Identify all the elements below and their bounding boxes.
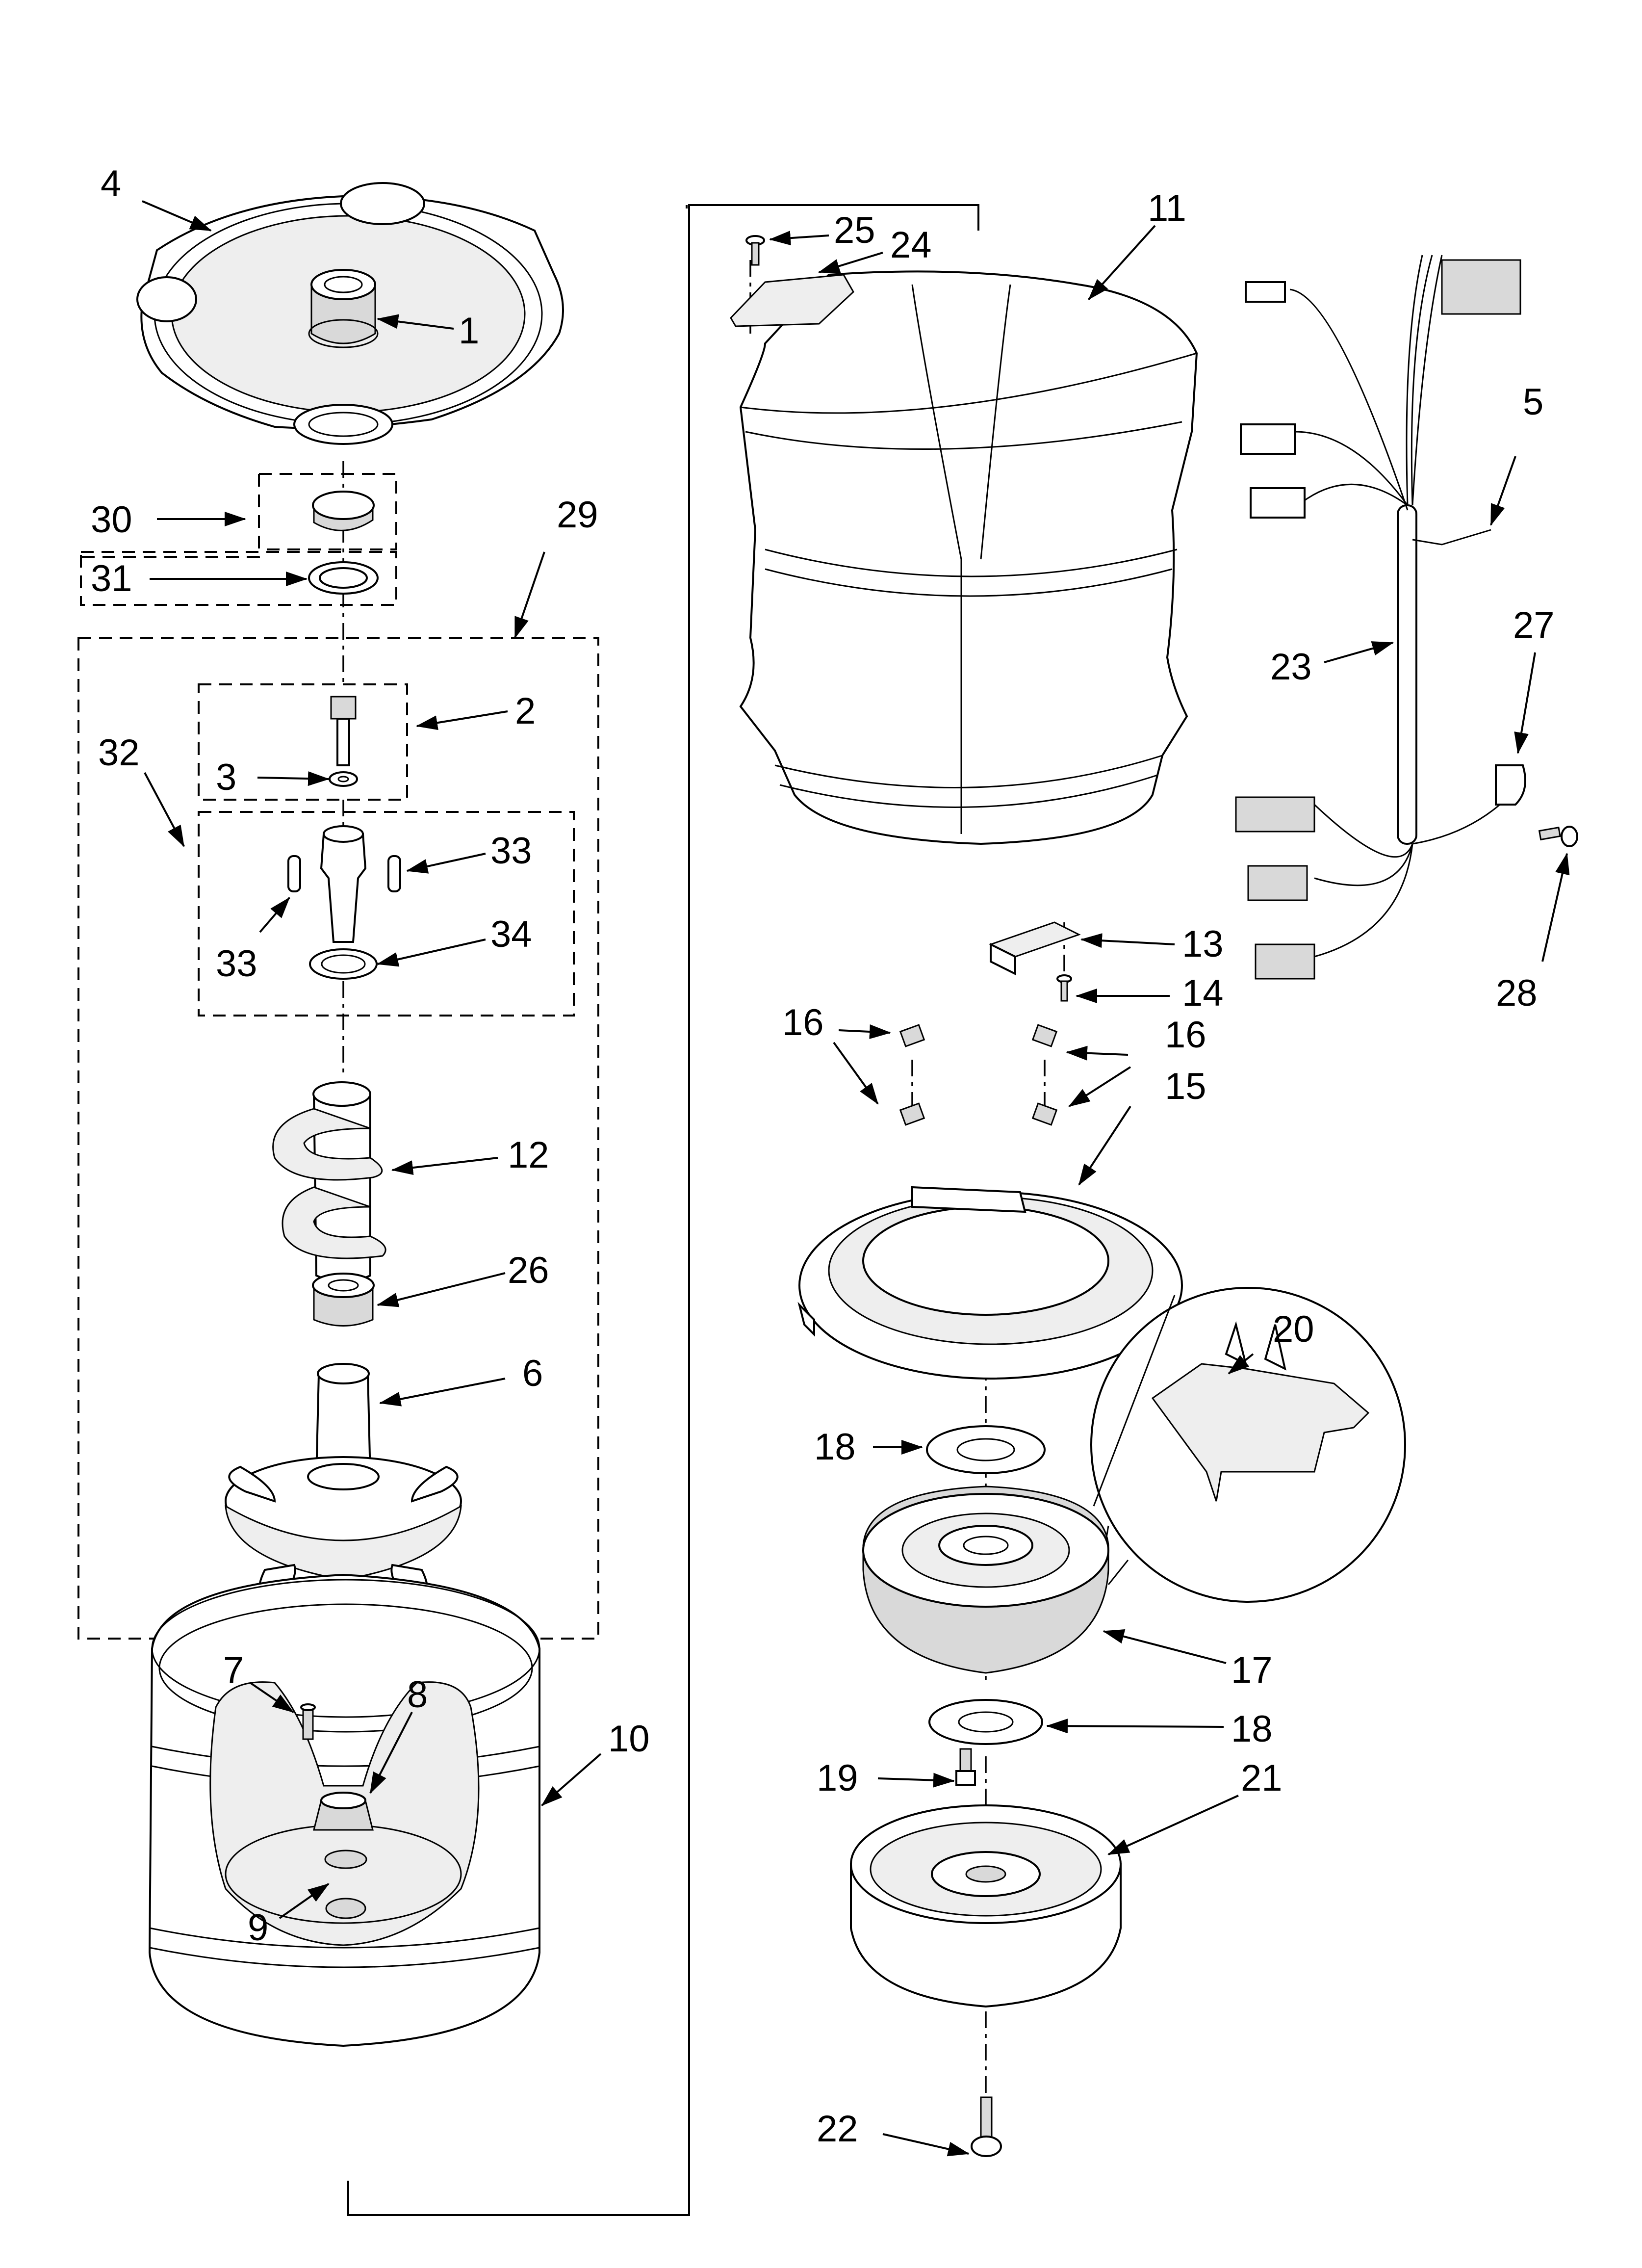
callout-10: 10 — [608, 1718, 650, 1760]
part-25-screw — [745, 235, 765, 266]
callout-4: 4 — [101, 163, 121, 205]
part-27-clamp — [1495, 764, 1526, 806]
part-8-drive-bell — [313, 1792, 374, 1831]
callout-25: 25 — [834, 209, 875, 251]
callout-8: 8 — [407, 1674, 428, 1716]
assembly-boxes — [77, 204, 979, 2216]
callout-20: 20 — [1273, 1308, 1314, 1350]
part-23-wire-harness — [1235, 255, 1521, 980]
callout-15: 15 — [1165, 1066, 1206, 1107]
callout-23: 23 — [1270, 646, 1312, 688]
part-15-mount-ring — [797, 1186, 1183, 1380]
part-3-washer — [329, 771, 358, 787]
part-14-screw — [1056, 974, 1072, 1002]
callout-18-top: 18 — [814, 1426, 856, 1468]
part-16-pads — [899, 1024, 1058, 1126]
callout-14: 14 — [1182, 972, 1224, 1014]
callout-3: 3 — [216, 756, 236, 798]
part-22-bolt — [971, 2096, 1002, 2157]
part-21-rotor — [850, 1804, 1122, 2008]
box-2-3 — [198, 683, 408, 801]
callout-31: 31 — [91, 558, 132, 600]
callout-33-left: 33 — [216, 943, 257, 985]
callout-9: 9 — [248, 1907, 268, 1949]
part-24-bracket — [730, 274, 854, 327]
callout-6: 6 — [522, 1353, 543, 1394]
part-26-cam — [312, 1273, 375, 1327]
part-13-clip — [989, 921, 1081, 976]
callout-18-bottom: 18 — [1231, 1708, 1273, 1750]
box-33-34 — [198, 811, 575, 1017]
part-1-cap — [308, 269, 379, 348]
leader-lines — [142, 200, 1570, 2157]
callout-5: 5 — [1523, 381, 1543, 423]
callout-30: 30 — [91, 499, 132, 541]
part-2-bolt — [330, 696, 357, 766]
part-31-o-ring — [308, 561, 379, 595]
callout-12: 12 — [508, 1134, 549, 1176]
part-18-gasket-bottom — [928, 1699, 1043, 1745]
callout-27: 27 — [1513, 604, 1555, 646]
callout-26: 26 — [508, 1250, 549, 1291]
box-30 — [78, 473, 397, 558]
part-11-tub — [739, 270, 1198, 845]
callout-24: 24 — [890, 224, 932, 266]
callout-33-right: 33 — [490, 830, 532, 872]
callout-1: 1 — [459, 310, 479, 352]
part-30-cap-seal — [312, 491, 375, 531]
callout-29: 29 — [557, 494, 598, 536]
callout-16-left: 16 — [782, 1002, 824, 1043]
part-20-detail — [1090, 1287, 1406, 1603]
callout-28: 28 — [1496, 972, 1538, 1014]
callout-32: 32 — [98, 732, 140, 774]
part-12-auger — [272, 1081, 386, 1283]
part-7-screw — [300, 1703, 316, 1740]
part-19-screw — [955, 1748, 976, 1786]
part-17-stator — [862, 1486, 1109, 1674]
callout-22: 22 — [817, 2108, 858, 2150]
callout-34: 34 — [490, 913, 532, 955]
callout-11: 11 — [1148, 187, 1186, 229]
callout-2: 2 — [515, 690, 536, 732]
part-9-spline — [324, 1850, 367, 1919]
callout-17: 17 — [1231, 1649, 1273, 1691]
box-31 — [80, 551, 397, 606]
agitator-coupler — [320, 825, 367, 943]
callout-21: 21 — [1241, 1757, 1283, 1799]
part-34-plate — [309, 948, 378, 980]
part-18-gasket-top — [926, 1425, 1046, 1474]
callout-labels: 4 1 29 30 31 2 32 3 33 34 33 12 26 6 7 8… — [91, 163, 1555, 2150]
callout-19: 19 — [817, 1757, 858, 1799]
part-28-screw — [1538, 826, 1578, 847]
part-33-pins — [287, 855, 401, 892]
part-6-impeller — [225, 1363, 462, 1606]
callout-7: 7 — [223, 1649, 244, 1691]
callout-16-right: 16 — [1165, 1014, 1206, 1056]
shaft-outline-loop — [347, 204, 979, 2216]
callout-13: 13 — [1182, 923, 1224, 965]
